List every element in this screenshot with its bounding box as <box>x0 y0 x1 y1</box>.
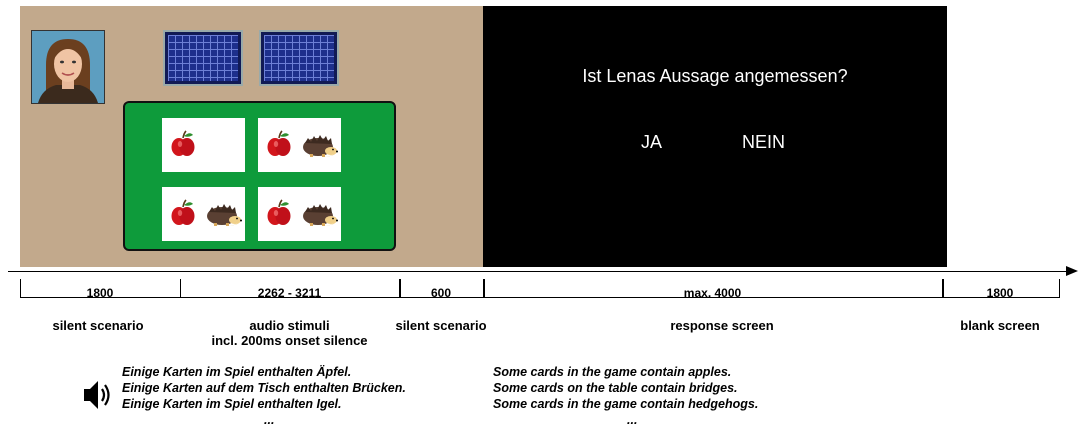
card-apple-hedgehog <box>258 118 341 172</box>
apple-icon <box>171 199 195 225</box>
phase-label: audio stimuli incl. 200ms onset silence <box>180 318 399 348</box>
segment-bracket <box>180 279 401 298</box>
hedgehog-icon <box>303 135 338 157</box>
hedgehog-icon <box>207 204 242 226</box>
segment-bracket <box>20 279 181 298</box>
english-sentence: Some cards in the game contain hedgehogs… <box>493 397 759 411</box>
speaker-icon <box>84 381 110 409</box>
answer-yes: JA <box>641 132 663 152</box>
english-sentence: Some cards on the table contain bridges. <box>493 381 738 395</box>
phase-label-line: audio stimuli <box>249 318 330 333</box>
phase-label: silent scenario <box>52 318 144 333</box>
answer-no: NEIN <box>742 132 786 152</box>
segment-bracket <box>942 279 1060 298</box>
german-sentence: Einige Karten im Spiel enthalten Äpfel. <box>122 365 352 379</box>
timeline-arrow-icon <box>1066 266 1078 276</box>
german-sentence: Einige Karten im Spiel enthalten Igel. <box>122 397 342 411</box>
card-apple <box>162 118 245 172</box>
apple-icon <box>267 199 291 225</box>
card-deck-icon <box>163 30 243 86</box>
avatar-portrait-icon <box>32 31 104 103</box>
german-ellipsis: ... <box>264 413 275 427</box>
duration-label: max. 4000 <box>683 286 742 300</box>
segment-bracket <box>483 279 944 298</box>
hedgehog-icon <box>303 204 338 226</box>
duration-label: 1800 <box>986 286 1014 300</box>
response-screen <box>483 6 947 267</box>
duration-label: 600 <box>430 286 452 300</box>
phase-label: silent scenario <box>395 318 487 333</box>
duration-label: 2262 - 3211 <box>257 286 322 300</box>
phase-label-line: incl. 200ms onset silence <box>211 333 368 348</box>
card-apple-hedgehog <box>258 187 341 241</box>
phase-label: response screen <box>670 318 774 333</box>
card-apple-hedgehog <box>162 187 245 241</box>
apple-icon <box>171 130 195 156</box>
timeline-axis <box>8 271 1070 272</box>
avatar <box>31 30 105 104</box>
segment-bracket <box>399 279 485 298</box>
english-sentence: Some cards in the game contain apples. <box>493 365 732 379</box>
card-deck-icon <box>259 30 339 86</box>
german-sentence: Einige Karten auf dem Tisch enthalten Br… <box>122 381 406 395</box>
duration-label: 1800 <box>86 286 114 300</box>
english-ellipsis: ... <box>627 413 638 427</box>
apple-icon <box>267 130 291 156</box>
response-question: Ist Lenas Aussage angemessen? <box>582 66 848 86</box>
phase-label: blank screen <box>960 318 1040 333</box>
